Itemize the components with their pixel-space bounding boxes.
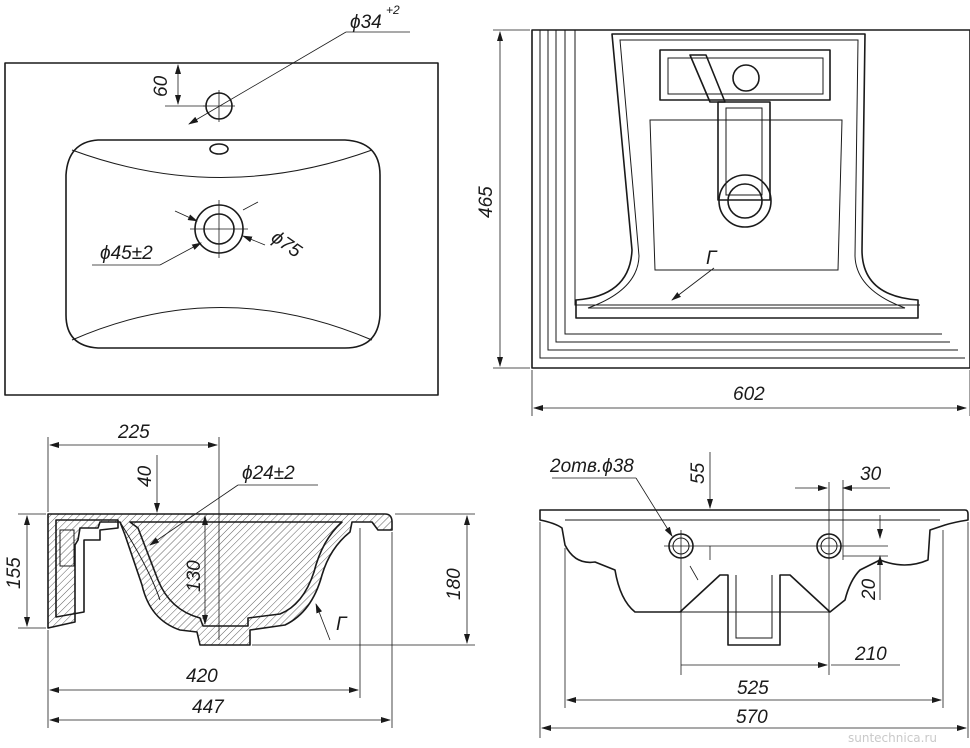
section-body — [47, 513, 393, 646]
dim-40-text: 40 — [135, 465, 156, 487]
holes-leader-tick — [689, 565, 699, 581]
section-g-label: Г — [336, 614, 348, 635]
section-view: 225 40 ϕ24±2 130 155 180 Г 420 447 — [4, 422, 475, 728]
dim-155-text: 155 — [4, 557, 25, 589]
front-g-label: Г — [706, 248, 718, 269]
dim-130-text: 130 — [184, 560, 205, 592]
dim-75-a — [174, 210, 198, 222]
dim-75-b — [242, 235, 266, 246]
drain-dia-text: ϕ45±2 — [100, 243, 153, 264]
dim-465-text: 465 — [476, 186, 497, 218]
dim-225-text: 225 — [117, 422, 150, 443]
front-outline — [531, 29, 970, 369]
bowl-inner-bottom — [71, 307, 373, 341]
section-g-leader — [315, 603, 331, 641]
dim-20-text: 20 — [859, 578, 880, 601]
dim-420-text: 420 — [186, 666, 218, 687]
dim-55-text: 55 — [688, 462, 709, 484]
front-rim-3 — [555, 30, 950, 343]
front-rim-5 — [574, 30, 920, 306]
front-drain-inner — [727, 183, 763, 219]
basin-outline — [4, 62, 439, 396]
section-rib — [59, 529, 75, 567]
front-bowl-face — [649, 119, 843, 271]
side-view: 2отв.ϕ38 55 30 20 210 525 570 — [539, 452, 969, 738]
dim-602-text: 602 — [733, 384, 765, 405]
front-rim-2 — [547, 30, 958, 351]
bowl-inner-top — [71, 149, 373, 178]
top-view: 60 ϕ34 +2 ϕ45±2 ϕ75 — [4, 3, 439, 396]
side-outline — [539, 509, 969, 646]
holes-label: 2отв.ϕ38 — [549, 456, 634, 477]
front-rim-4 — [564, 30, 942, 335]
spout-body — [717, 101, 771, 201]
hole-dia-text: ϕ34 — [350, 12, 382, 33]
spout-inner — [725, 107, 763, 196]
section-bowl — [129, 521, 343, 627]
dim-210-text: 210 — [854, 644, 887, 665]
section-overflow-line — [119, 521, 161, 601]
dim-447-text: 447 — [192, 697, 225, 718]
front-hole — [732, 64, 760, 92]
side-drain-inner — [735, 575, 773, 639]
dim-525-text: 525 — [737, 678, 769, 699]
front-rim-1 — [539, 30, 965, 359]
hole-tol-text: +2 — [386, 3, 400, 17]
dim-60-text: 60 — [151, 75, 172, 97]
leader-24 — [149, 484, 239, 546]
holes-leader — [635, 477, 673, 537]
front-drain-outer — [718, 174, 772, 228]
tap-cutout — [659, 49, 831, 101]
dim-75-c — [242, 201, 259, 211]
watermark: suntechnica.ru — [848, 731, 937, 745]
overflow-hole — [209, 143, 229, 155]
tap-cutout-inner — [667, 57, 824, 95]
bowl-outline — [65, 139, 381, 349]
front-view: Г 465 602 — [476, 29, 970, 416]
leader-45 — [159, 242, 202, 266]
overflow-dia-text: ϕ24±2 — [242, 463, 295, 484]
tap-lever — [689, 54, 726, 103]
front-bowl — [575, 33, 919, 319]
dim-570-text: 570 — [736, 707, 768, 728]
section-cavity — [55, 519, 119, 618]
dim-30-text: 30 — [860, 464, 882, 485]
leader-34 — [188, 31, 347, 125]
dim-180-text: 180 — [444, 568, 465, 600]
drain-outer-text: ϕ75 — [267, 227, 305, 263]
front-bowl-inner — [587, 39, 906, 309]
front-g-leader — [671, 267, 715, 301]
